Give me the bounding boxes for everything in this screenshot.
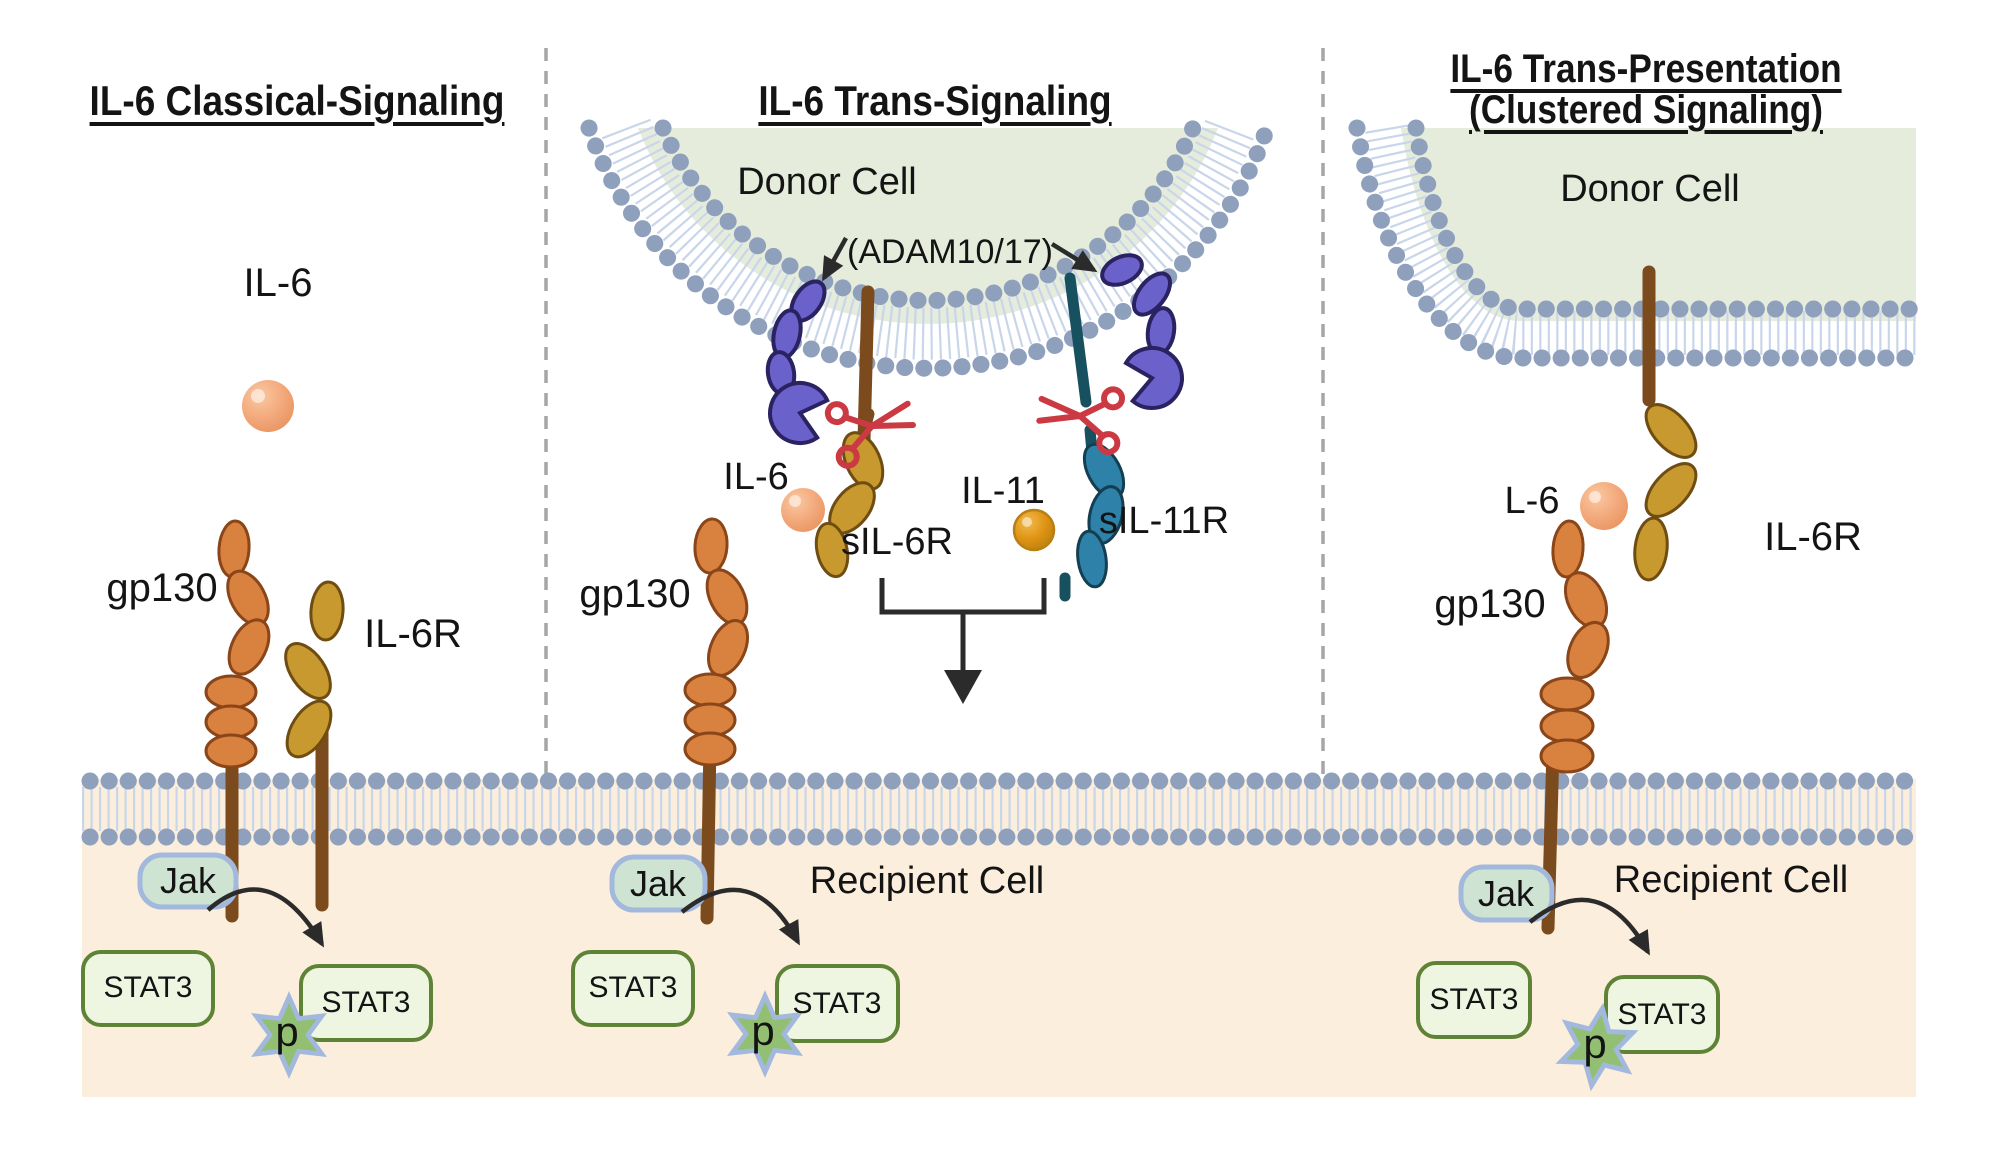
jak-stat-arrow-left xyxy=(206,887,325,948)
il6-label-middle: IL-6 xyxy=(723,456,789,498)
recipient-cell-label-right: Recipient Cell xyxy=(1613,859,1849,901)
il6r-receptor-left xyxy=(284,580,345,912)
phospho-label-left: p xyxy=(275,1008,299,1055)
stat3-label-left-1: STAT3 xyxy=(103,971,193,1004)
stat3-box-middle-1 xyxy=(571,950,695,1027)
merge-bracket-arrow xyxy=(879,578,1047,704)
gp130-label-right: gp130 xyxy=(1434,582,1546,626)
il11r-cleaved-stalk xyxy=(1064,272,1092,408)
il6r-label-left: IL-6R xyxy=(364,612,462,656)
l6-label-right: L-6 xyxy=(1504,480,1560,522)
title-trans-presentation-line1: IL-6 Trans-Presentation xyxy=(1450,47,1842,91)
stat3-label-right-2: STAT3 xyxy=(1617,998,1707,1031)
ball-highlight xyxy=(1022,517,1032,527)
title-trans-presentation-line2: (Clustered Signaling) xyxy=(1469,88,1823,132)
jak-label-right: Jak xyxy=(1477,873,1535,914)
il6-cytokine-ball-left xyxy=(242,380,294,432)
gp130-label-middle: gp130 xyxy=(579,572,691,616)
il6-label-left: IL-6 xyxy=(243,261,313,305)
stat3-label-left-2: STAT3 xyxy=(321,986,411,1019)
ball-highlight xyxy=(251,389,265,403)
stat3-label-middle-1: STAT3 xyxy=(588,971,678,1004)
jak-box-right xyxy=(1458,864,1555,923)
stat3-box-left-2 xyxy=(299,964,433,1042)
stat3-box-right-1 xyxy=(1416,961,1532,1039)
ball-highlight xyxy=(789,495,801,507)
soluble-il11r xyxy=(1059,424,1126,602)
donor-cell-label-right: Donor Cell xyxy=(1560,168,1740,210)
il6-cytokine-ball-right xyxy=(1580,482,1628,530)
jak-box-middle xyxy=(609,854,708,913)
il11-cytokine-ball xyxy=(1012,508,1056,552)
adam-protease-left xyxy=(765,279,830,446)
il6r-label-right: IL-6R xyxy=(1764,515,1862,559)
title-trans-signaling: IL-6 Trans-Signaling xyxy=(758,77,1112,124)
adam-protease-right xyxy=(1100,253,1184,410)
jak-label-left: Jak xyxy=(159,860,217,901)
jak-stat-arrow-middle xyxy=(680,887,800,946)
donor-cell-label-middle: Donor Cell xyxy=(737,161,917,203)
recipient-cell-membrane xyxy=(81,772,1925,1097)
jak-label-middle: Jak xyxy=(629,863,687,904)
gp130-receptor-middle xyxy=(683,517,750,925)
stat3-label-middle-2: STAT3 xyxy=(792,987,882,1020)
adam-label: (ADAM10/17) xyxy=(847,233,1053,271)
gp130-receptor-left xyxy=(204,519,271,923)
phospho-label-right: p xyxy=(1583,1020,1607,1067)
phospho-label-middle: p xyxy=(751,1007,775,1054)
adam-arrow-left xyxy=(822,236,848,282)
sil6r-label: sIL-6R xyxy=(841,521,953,563)
gp130-label-left: gp130 xyxy=(106,566,218,610)
donor-cell-right xyxy=(1348,119,1925,367)
stat3-box-left-1 xyxy=(81,950,215,1027)
il11-label: IL-11 xyxy=(961,470,1045,512)
stat3-box-middle-2 xyxy=(775,964,900,1043)
sil11r-label: sIL-11R xyxy=(1098,500,1230,542)
stat3-label-right-1: STAT3 xyxy=(1429,983,1519,1016)
ball-highlight xyxy=(1589,491,1601,503)
jak-box-left xyxy=(137,852,239,910)
il6r-trans-presented xyxy=(1633,265,1698,582)
title-classical-signaling: IL-6 Classical-Signaling xyxy=(89,77,505,124)
adam-arrow-right xyxy=(1050,242,1098,273)
jak-stat-arrow-right xyxy=(1528,897,1650,956)
recipient-cell-label-middle: Recipient Cell xyxy=(809,860,1045,902)
